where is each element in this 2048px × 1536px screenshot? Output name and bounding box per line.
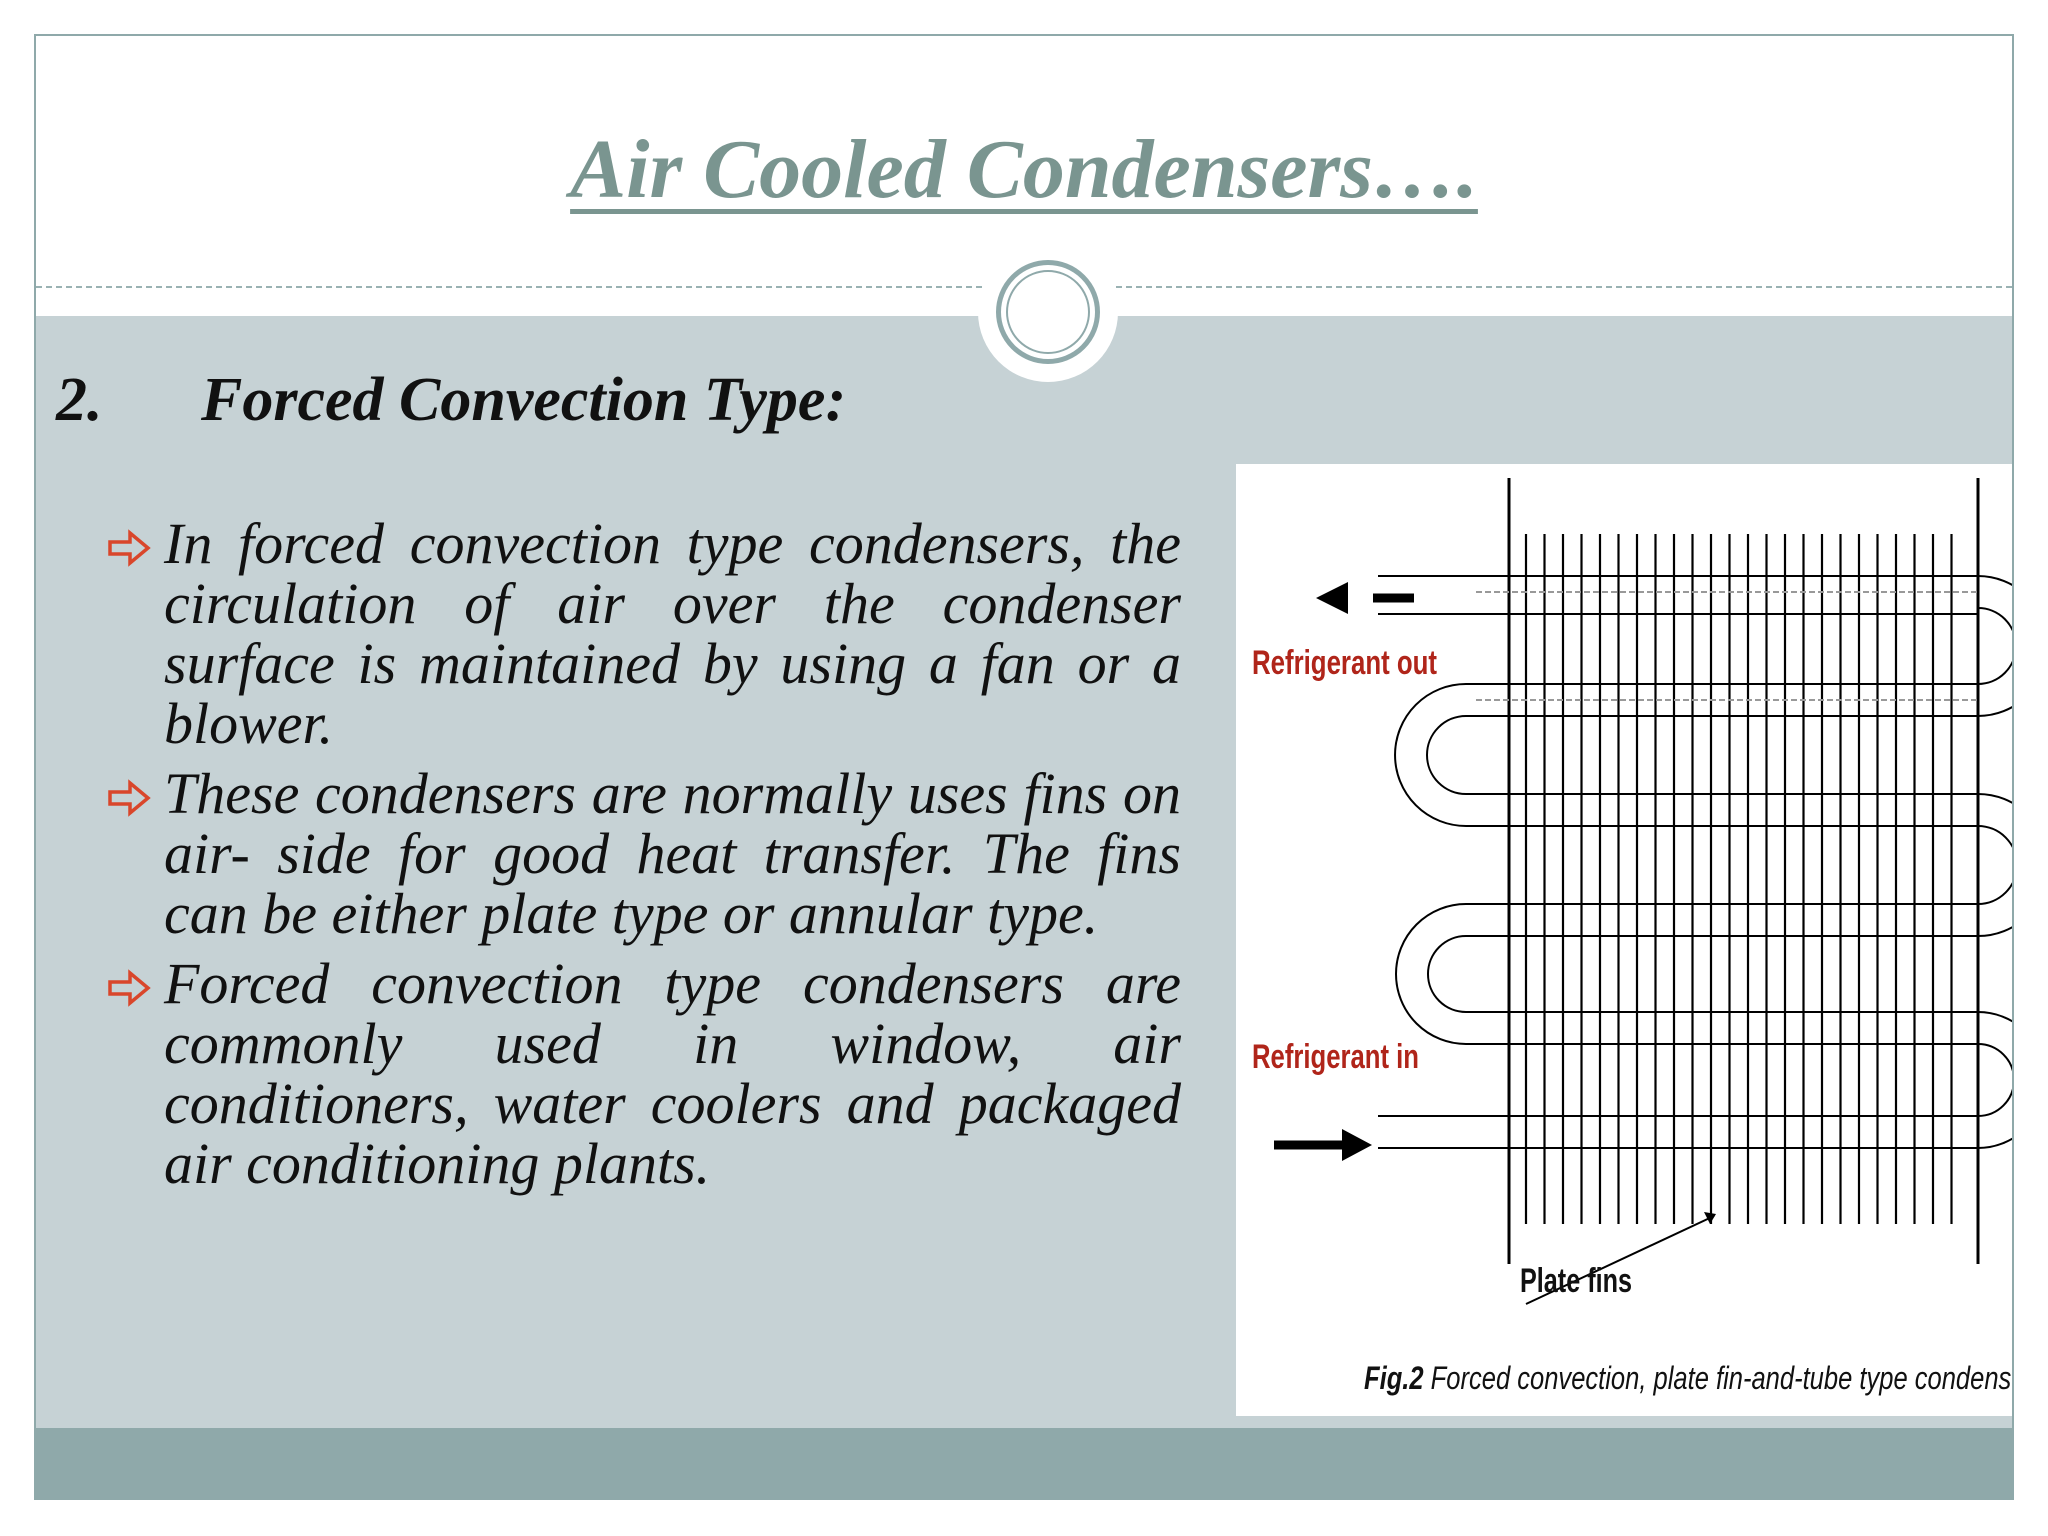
return-bend <box>1977 1043 2012 1117</box>
plate-fins <box>1507 478 1980 1264</box>
caption-prefix: Fig.2 <box>1364 1360 1424 1396</box>
title-area: Air Cooled Condensers…. <box>36 36 2012 286</box>
return-bend <box>1977 607 2012 685</box>
leader-arrowhead-icon <box>1704 1212 1716 1224</box>
bullet-list: In forced convection type condensers, th… <box>66 514 1181 1204</box>
section-number: 2. <box>56 366 103 434</box>
return-bend <box>1427 935 1467 1013</box>
tube-passes <box>1378 575 1978 1149</box>
return-bend <box>1426 715 1467 795</box>
caption-text: Forced convection, plate fin-and-tube ty… <box>1424 1360 2014 1396</box>
footer-bar <box>36 1428 2012 1498</box>
bullet-text: In forced convection type condensers, th… <box>164 511 1181 756</box>
return-bend <box>1977 575 2012 717</box>
hollow-arrow-right-icon <box>108 969 151 1007</box>
left-arrow-icon <box>1316 582 1348 614</box>
return-bend <box>1977 1011 2012 1149</box>
hollow-arrow-right-icon <box>108 529 151 567</box>
list-item: In forced convection type condensers, th… <box>66 514 1181 754</box>
section-heading: 2. Forced Convection Type: <box>56 366 846 434</box>
bullet-text: These condensers are normally uses fins … <box>164 761 1181 946</box>
label-plate-fins: Plate fins <box>1520 1262 1632 1300</box>
right-arrow-icon <box>1342 1129 1372 1161</box>
label-refrigerant-out: Refrigerant out <box>1252 644 1437 682</box>
condenser-figure: Refrigerant out Refrigerant in Plate fin… <box>1236 464 2014 1416</box>
list-item: Forced convection type condensers are co… <box>66 954 1181 1194</box>
list-item: These condensers are normally uses fins … <box>66 764 1181 944</box>
leader-line <box>1525 1215 1715 1305</box>
return-bend <box>1394 683 1467 827</box>
slide: Air Cooled Condensers…. 2. Forced Convect… <box>34 34 2014 1500</box>
return-bends <box>1394 575 2012 1149</box>
figure-caption: Fig.2 Forced convection, plate fin-and-t… <box>1364 1360 2014 1396</box>
return-bend <box>1977 793 2012 937</box>
slide-title: Air Cooled Condensers…. <box>570 123 1478 216</box>
return-bend <box>1395 903 1467 1045</box>
condenser-diagram: Refrigerant out Refrigerant in Plate fin… <box>1252 478 2014 1396</box>
bullet-text: Forced convection type condensers are co… <box>164 951 1181 1196</box>
section-heading-text: Forced Convection Type: <box>201 366 847 434</box>
hollow-arrow-right-icon <box>108 779 151 817</box>
label-refrigerant-in: Refrigerant in <box>1252 1038 1419 1076</box>
ring-icon <box>996 260 1100 364</box>
circle-ornament <box>978 242 1118 382</box>
return-bend <box>1977 825 2012 905</box>
